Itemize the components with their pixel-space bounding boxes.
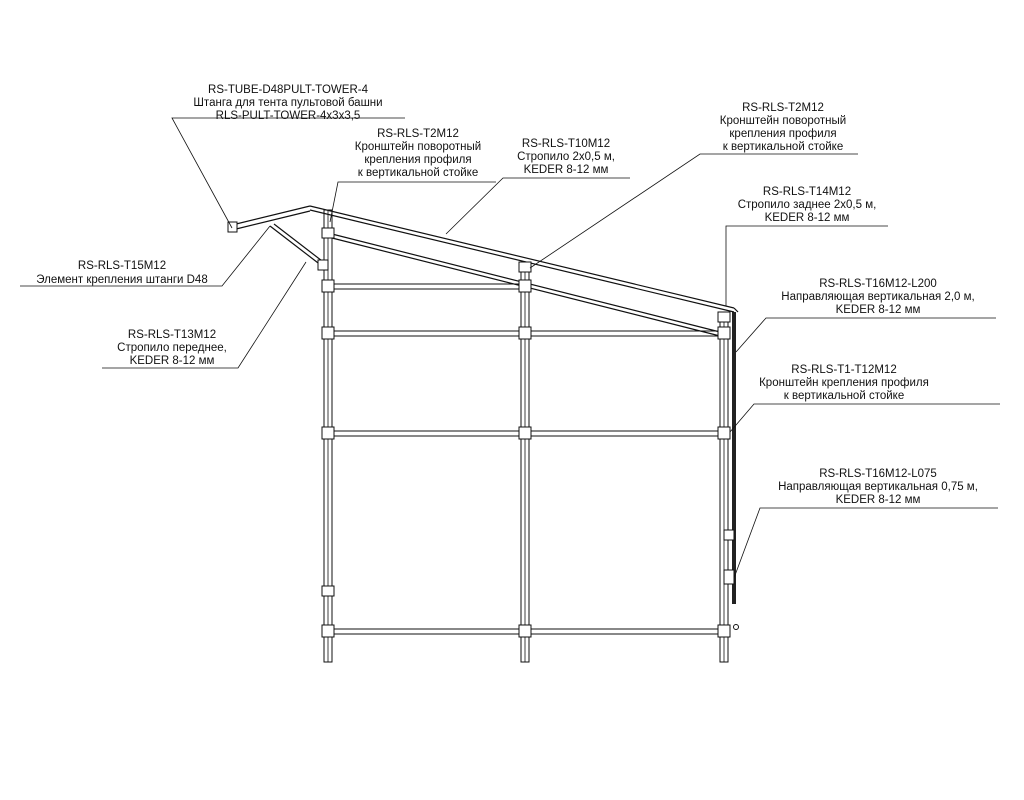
label-t16m12-l200-desc2: KEDER 8-12 мм — [836, 304, 921, 316]
label-t13m12-desc2: KEDER 8-12 мм — [130, 355, 215, 367]
label-t10m12-desc2: KEDER 8-12 мм — [524, 164, 609, 176]
label-t2m12-left-desc3: к вертикальной стойке — [358, 167, 478, 179]
callout-t16m12-l075: RS-RLS-T16M12-L075 Направляющая вертикал… — [733, 468, 998, 579]
beam-row-4 — [331, 628, 522, 635]
label-t2m12-right-desc2: крепления профиля — [729, 128, 836, 140]
roof-top-chord — [227, 205, 311, 227]
label-t13m12-code: RS-RLS-T13M12 — [128, 329, 216, 341]
roof — [227, 205, 739, 337]
label-t10m12-desc: Стропило 2х0,5 м, — [517, 151, 615, 163]
callout-t14m12: RS-RLS-T14M12 Стропило заднее 2х0,5 м, K… — [725, 186, 888, 306]
label-t13m12-desc: Стропило переднее, — [117, 342, 227, 354]
label-tube-code: RS-TUBE-D48PULT-TOWER-4 — [208, 84, 369, 96]
beam-row-2 — [331, 330, 522, 337]
beam-row-2b — [528, 330, 721, 337]
label-t1-t12m12-desc2: к вертикальной стойке — [784, 390, 904, 402]
label-t2m12-left-desc2: крепления профиля — [364, 154, 471, 166]
label-t15m12-desc: Элемент крепления штанги D48 — [36, 274, 207, 286]
label-t2m12-right-desc: Кронштейн поворотный — [720, 115, 846, 127]
callout-t16m12-l200: RS-RLS-T16M12-L200 Направляющая вертикал… — [735, 278, 996, 353]
label-t2m12-left-code: RS-RLS-T2M12 — [377, 128, 459, 140]
beam-row-4b — [528, 628, 721, 635]
callout-t2m12-right: RS-RLS-T2M12 Кронштейн поворотный крепле… — [529, 102, 858, 269]
label-t16m12-l200-desc: Направляющая вертикальная 2,0 м, — [781, 291, 974, 303]
label-t14m12-desc: Стропило заднее 2х0,5 м, — [738, 199, 877, 211]
label-t14m12-code: RS-RLS-T14M12 — [763, 186, 851, 198]
joint-connectors — [227, 221, 739, 638]
label-t2m12-right-desc3: к вертикальной стойке — [723, 141, 843, 153]
vertical-guide-profile — [732, 312, 736, 604]
beam-row-1 — [331, 283, 522, 290]
beam-row-3b — [528, 430, 721, 437]
callout-tube-pult-tower: RS-TUBE-D48PULT-TOWER-4 Штанга для тента… — [171, 84, 405, 229]
callout-t13m12: RS-RLS-T13M12 Стропило переднее, KEDER 8… — [102, 261, 307, 369]
label-t10m12-code: RS-RLS-T10M12 — [522, 138, 610, 150]
label-t14m12-desc2: KEDER 8-12 мм — [765, 212, 850, 224]
label-t16m12-l075-code: RS-RLS-T16M12-L075 — [819, 468, 937, 480]
pult-tube-end — [227, 221, 238, 233]
label-t2m12-right-code: RS-RLS-T2M12 — [742, 102, 824, 114]
callout-t1-t12m12: RS-RLS-T1-T12M12 Кронштейн крепления про… — [729, 364, 1000, 433]
label-t16m12-l075-desc2: KEDER 8-12 мм — [836, 494, 921, 506]
label-t1-t12m12-desc: Кронштейн крепления профиля — [759, 377, 929, 389]
label-t1-t12m12-code: RS-RLS-T1-T12M12 — [791, 364, 896, 376]
label-tube-desc: Штанга для тента пультовой башни — [193, 97, 382, 109]
callout-t10m12: RS-RLS-T10M12 Стропило 2х0,5 м, KEDER 8-… — [445, 138, 630, 235]
label-tube-model: RLS-PULT-TOWER-4x3x3,5 — [216, 110, 361, 122]
callout-t15m12: RS-RLS-T15M12 Элемент крепления штанги D… — [20, 225, 271, 287]
beam-row-3 — [331, 430, 522, 437]
callout-t2m12-left: RS-RLS-T2M12 Кронштейн поворотный крепле… — [329, 128, 496, 223]
front-strut — [269, 225, 323, 267]
label-t16m12-l075-desc: Направляющая вертикальная 0,75 м, — [778, 481, 978, 493]
label-t15m12-code: RS-RLS-T15M12 — [78, 260, 166, 272]
frame-structure — [227, 205, 739, 663]
label-t2m12-left-desc: Кронштейн поворотный — [355, 141, 481, 153]
label-t16m12-l200-code: RS-RLS-T16M12-L200 — [819, 278, 937, 290]
